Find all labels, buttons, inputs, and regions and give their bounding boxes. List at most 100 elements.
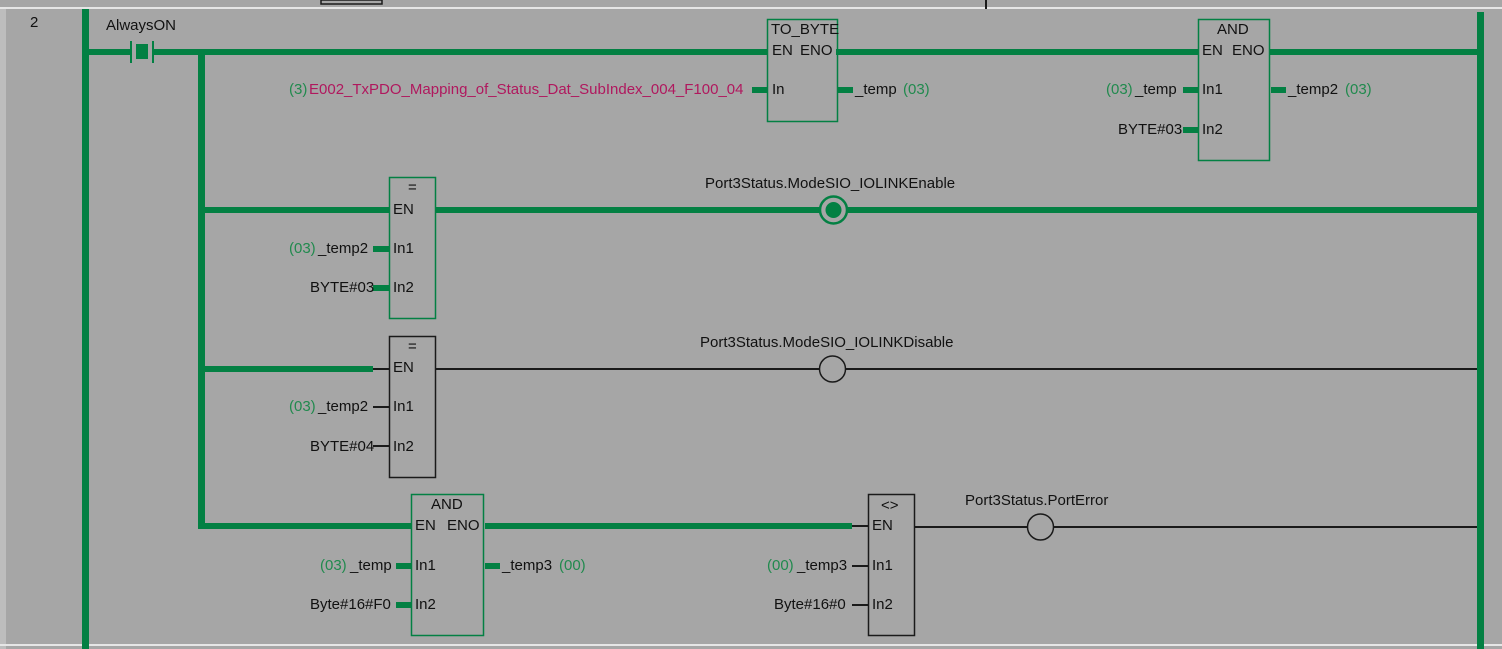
wire-ne-en-stub xyxy=(852,525,868,527)
wire-eq1-to-coil xyxy=(436,207,819,213)
right-power-rail xyxy=(1477,12,1484,649)
to-byte-out-pin xyxy=(838,87,853,93)
eq2-in2-pin xyxy=(373,445,389,447)
eq1-in1-pin xyxy=(373,246,389,252)
and1-title: AND xyxy=(1217,21,1249,38)
eq1-in2-pin xyxy=(373,285,389,291)
and1-in2-variable[interactable]: BYTE#03 xyxy=(1118,121,1183,138)
rung-number-gutter xyxy=(0,9,6,649)
and2-en: EN xyxy=(415,517,436,534)
to-byte-output-variable[interactable]: _temp xyxy=(855,81,897,98)
eq1-in1-count: (03) xyxy=(289,240,316,257)
and2-in1-variable[interactable]: _temp xyxy=(350,557,392,574)
and2-in1-label: In1 xyxy=(415,557,436,574)
and1-in1-count: (03) xyxy=(1106,81,1133,98)
coil-enable-label: Port3Status.ModeSIO_IOLINKEnable xyxy=(705,175,956,192)
eq2-in1-label: In1 xyxy=(393,398,414,415)
eq1-title: = xyxy=(408,179,417,196)
wire-eq2-en-stub xyxy=(373,368,389,370)
coil-port-error[interactable] xyxy=(1026,513,1055,541)
and2-output-count: (00) xyxy=(559,557,586,574)
and1-in1-pin xyxy=(1183,87,1199,93)
eq1-block[interactable] xyxy=(388,176,437,320)
contact-left-bar xyxy=(130,41,132,63)
eq2-in2-label: In2 xyxy=(393,438,414,455)
wire-bus-to-eq1 xyxy=(205,207,389,213)
eq2-en: EN xyxy=(393,359,414,376)
and1-en: EN xyxy=(1202,42,1223,59)
ne-in1-variable[interactable]: _temp3 xyxy=(797,557,848,574)
coil-port-error-label: Port3Status.PortError xyxy=(965,492,1109,509)
and1-in2-label: In2 xyxy=(1202,121,1223,138)
to-byte-in-label: In xyxy=(772,81,785,98)
contact-always-on[interactable] xyxy=(136,44,148,59)
and2-in2-label: In2 xyxy=(415,596,436,613)
eq1-in1-variable[interactable]: _temp2 xyxy=(318,240,369,257)
and2-in2-pin xyxy=(396,602,412,608)
and2-output-variable[interactable]: _temp3 xyxy=(502,557,553,574)
coil-disable-label: Port3Status.ModeSIO_IOLINKDisable xyxy=(700,334,954,351)
and1-output-count: (03) xyxy=(1345,81,1372,98)
rung-top-separator xyxy=(0,7,1502,9)
contact-label: AlwaysON xyxy=(106,17,177,34)
previous-rung-block-fragment xyxy=(320,0,383,5)
and2-in2-variable[interactable]: Byte#16#F0 xyxy=(310,596,391,613)
eq2-title: = xyxy=(408,338,417,355)
and1-in1-label: In1 xyxy=(1202,81,1223,98)
ne-in2-label: In2 xyxy=(872,596,893,613)
eq1-en: EN xyxy=(393,201,414,218)
coil-modesio-iolink-disable[interactable] xyxy=(818,355,847,383)
ne-en: EN xyxy=(872,517,893,534)
eq2-in1-pin xyxy=(373,406,389,408)
wire-rail-to-contact xyxy=(89,49,130,55)
ne-in2-variable[interactable]: Byte#16#0 xyxy=(774,596,846,613)
ne-title: <> xyxy=(881,497,899,514)
eq1-in2-variable[interactable]: BYTE#03 xyxy=(310,279,375,296)
wire-port-error-to-rail xyxy=(1054,526,1477,528)
wire-eq2-to-coil xyxy=(436,368,819,370)
wire-coil-disable-to-rail xyxy=(846,368,1477,370)
to-byte-title: TO_BYTE xyxy=(771,21,840,38)
eq1-in2-label: In2 xyxy=(393,279,414,296)
ne-in1-pin xyxy=(852,565,868,567)
branch-vertical-bus xyxy=(198,55,205,529)
and2-in1-count: (03) xyxy=(320,557,347,574)
to-byte-block[interactable] xyxy=(766,18,839,123)
ne-block[interactable] xyxy=(867,493,916,637)
contact-right-bar xyxy=(152,41,154,63)
to-byte-eno: ENO xyxy=(800,42,833,59)
rung-number: 2 xyxy=(30,14,39,31)
wire-and-to-rail xyxy=(1270,49,1477,55)
left-power-rail xyxy=(82,9,89,649)
rung-bottom-separator xyxy=(0,644,1502,646)
and2-out-pin xyxy=(485,563,500,569)
and1-out-pin xyxy=(1271,87,1286,93)
and2-eno: ENO xyxy=(447,517,480,534)
to-byte-input-count: (3) xyxy=(289,81,308,98)
eq2-block[interactable] xyxy=(388,335,437,479)
wire-coil-enable-to-rail xyxy=(848,207,1477,213)
eq2-in2-variable[interactable]: BYTE#04 xyxy=(310,438,375,455)
to-byte-en: EN xyxy=(772,42,793,59)
and1-in2-pin xyxy=(1183,127,1199,133)
eq2-in1-variable[interactable]: _temp2 xyxy=(318,398,369,415)
eq1-in1-label: In1 xyxy=(393,240,414,257)
ne-in2-pin xyxy=(852,604,868,606)
and1-output-variable[interactable]: _temp2 xyxy=(1288,81,1339,98)
and2-title: AND xyxy=(431,496,463,513)
previous-rung-wire-fragment xyxy=(985,0,987,9)
to-byte-output-count: (03) xyxy=(903,81,930,98)
and1-in1-variable[interactable]: _temp xyxy=(1135,81,1177,98)
ne-in1-label: In1 xyxy=(872,557,893,574)
wire-bus-to-eq2 xyxy=(205,366,373,372)
to-byte-in-pin xyxy=(752,87,768,93)
to-byte-input-variable[interactable]: E002_TxPDO_Mapping_of_Status_Dat_SubInde… xyxy=(309,81,744,98)
wire-contact-to-to-byte xyxy=(154,49,768,55)
and1-eno: ENO xyxy=(1232,42,1265,59)
wire-and2-to-ne xyxy=(485,523,852,529)
wire-ne-to-coil xyxy=(915,526,1027,528)
eq2-in1-count: (03) xyxy=(289,398,316,415)
ne-in1-count: (00) xyxy=(767,557,794,574)
